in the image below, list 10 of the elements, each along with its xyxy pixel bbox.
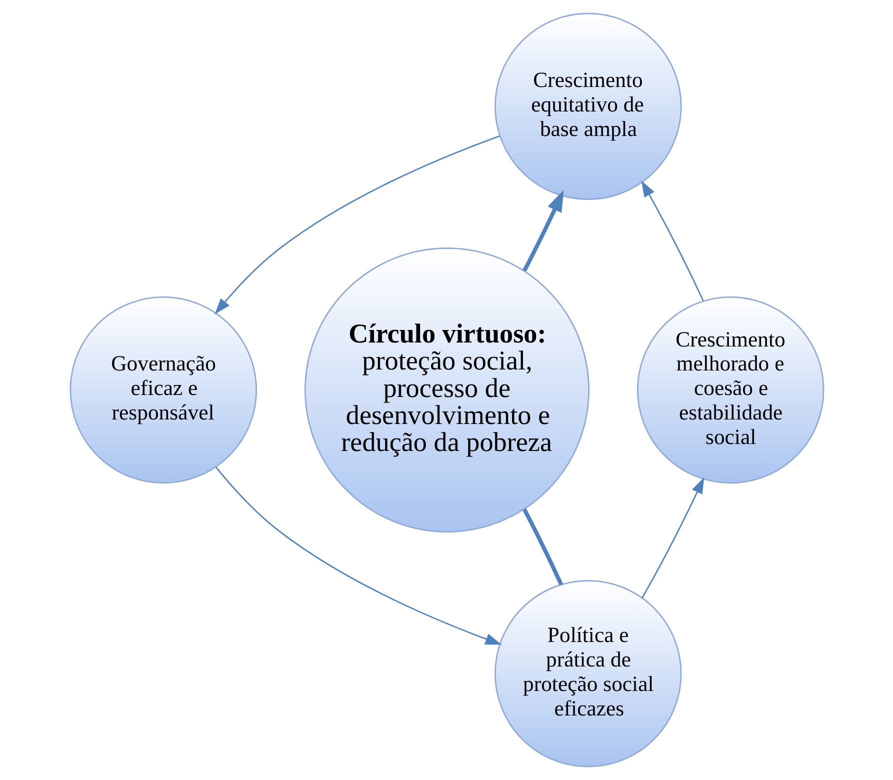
node-circle: Política e prática de proteção social eficazes <box>494 580 682 768</box>
arrow <box>640 180 704 302</box>
arrow <box>522 190 564 272</box>
node-circle: Crescimento melhorado e coesão e estabilidade social <box>636 296 824 484</box>
arrow <box>641 477 704 598</box>
node-circle: Círculo virtuoso: proteção social, processo de desenvolvimento e redução da pobreza <box>304 248 589 532</box>
node-circle: Crescimento equitativo de base ampla <box>494 12 682 200</box>
connector <box>522 508 563 586</box>
arrow <box>214 135 500 314</box>
arrow <box>214 466 502 645</box>
